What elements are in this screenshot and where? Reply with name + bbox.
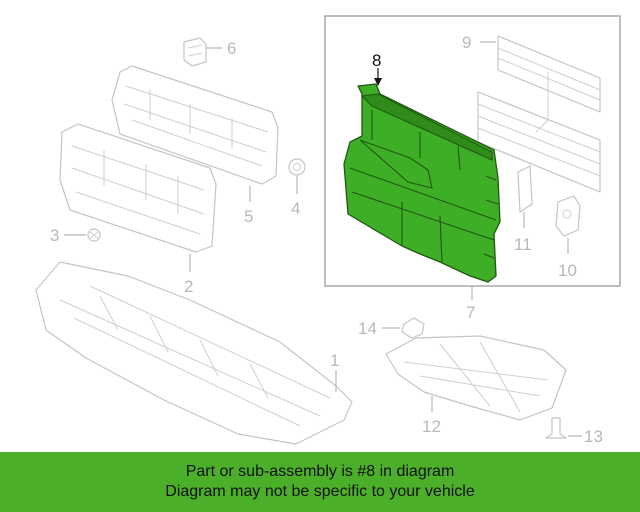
part-6-bracket[interactable]: [183, 37, 207, 67]
callout-3[interactable]: 3: [50, 226, 59, 245]
callout-2[interactable]: 2: [184, 277, 193, 296]
callout-10[interactable]: 10: [558, 261, 577, 280]
part-3-bolt[interactable]: [87, 228, 101, 242]
parts-diagram: 6 5 4 2 3 1 9: [35, 15, 621, 446]
callout-1[interactable]: 1: [330, 351, 339, 370]
part-1-lower-shield[interactable]: [35, 261, 353, 445]
callout-4[interactable]: 4: [291, 199, 300, 218]
callout-14[interactable]: 14: [358, 319, 377, 338]
callout-9[interactable]: 9: [462, 33, 471, 52]
callout-8[interactable]: 8: [372, 51, 381, 70]
part-8-air-deflector[interactable]: [343, 83, 501, 283]
part-12-underbody-shield[interactable]: [385, 335, 567, 421]
banner-line-1: Part or sub-assembly is #8 in diagram: [185, 463, 455, 480]
callout-13[interactable]: 13: [584, 427, 603, 446]
callout-7[interactable]: 7: [466, 303, 475, 322]
callout-5[interactable]: 5: [244, 207, 253, 226]
callout-11[interactable]: 11: [514, 235, 532, 254]
part-4-clip[interactable]: [288, 158, 306, 176]
part-5-upper-duct[interactable]: [111, 65, 279, 185]
part-14-nut[interactable]: [401, 317, 425, 339]
banner-line-2: Diagram may not be specific to your vehi…: [165, 483, 475, 500]
part-10-actuator[interactable]: [555, 195, 581, 237]
part-11-bracket[interactable]: [517, 165, 533, 213]
info-banner: Part or sub-assembly is #8 in diagram Di…: [0, 452, 640, 512]
part-13-bolt[interactable]: [545, 417, 567, 439]
callout-12[interactable]: 12: [422, 417, 441, 436]
callout-6[interactable]: 6: [227, 39, 236, 58]
part-9-grille-shutter[interactable]: [477, 35, 601, 193]
part-2-lower-duct[interactable]: [59, 123, 217, 253]
